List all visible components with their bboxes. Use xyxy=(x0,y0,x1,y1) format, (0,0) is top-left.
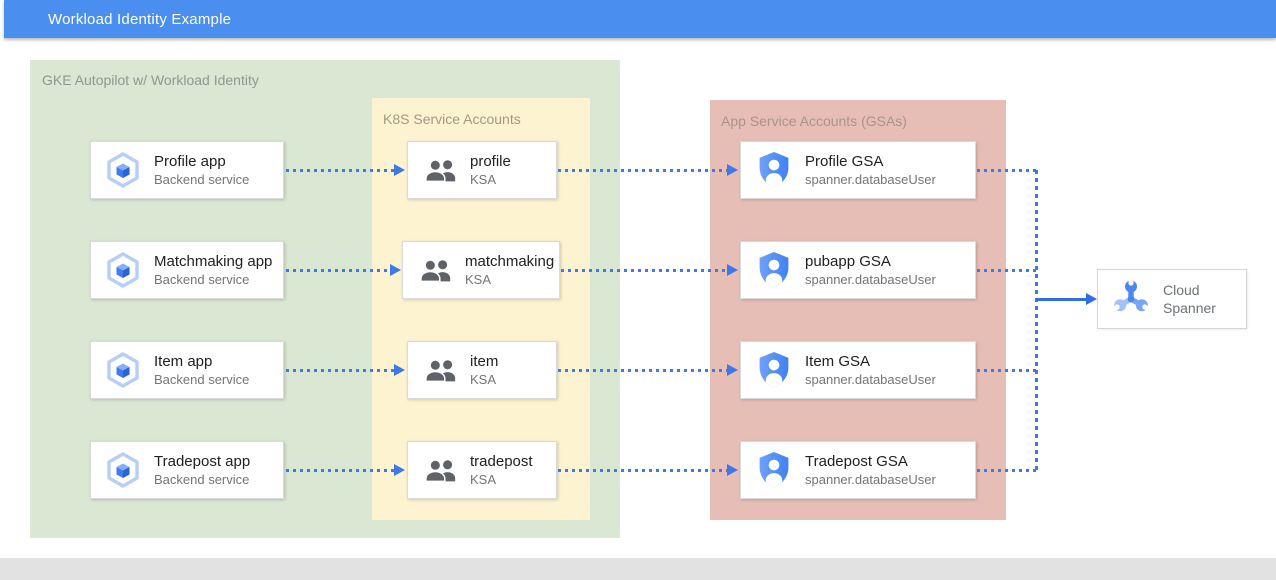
arrowhead xyxy=(727,364,738,376)
node-title: Tradepost app xyxy=(154,453,251,470)
node-item-gsa: Item GSA spanner.databaseUser xyxy=(740,341,976,399)
people-icon xyxy=(425,159,456,183)
node-cloud-spanner: Cloud Spanner xyxy=(1097,269,1247,329)
node-title: Item app xyxy=(154,353,213,370)
node-subtitle: KSA xyxy=(470,472,497,487)
footer-strip xyxy=(0,558,1276,580)
node-title: matchmaking xyxy=(465,253,555,270)
gke-icon xyxy=(107,152,139,188)
shield-user-icon xyxy=(759,252,789,288)
node-title: tradepost xyxy=(470,453,533,470)
node-subtitle: spanner.databaseUser xyxy=(805,372,936,387)
shield-user-icon xyxy=(759,152,789,188)
node-title: item xyxy=(470,353,499,370)
spanner-label-line1: Cloud xyxy=(1163,282,1200,298)
node-subtitle: Backend service xyxy=(154,472,250,487)
node-matchmaking-app: Matchmaking app Backend service xyxy=(90,241,284,299)
node-tradepost-gsa: Tradepost GSA spanner.databaseUser xyxy=(740,441,976,499)
node-item-app: Item app Backend service xyxy=(90,341,284,399)
node-subtitle: KSA xyxy=(465,272,492,287)
node-title: Profile app xyxy=(154,153,226,170)
shield-user-icon xyxy=(759,452,789,488)
arrowhead xyxy=(1086,293,1097,305)
node-tradepost-app: Tradepost app Backend service xyxy=(90,441,284,499)
node-title: pubapp GSA xyxy=(805,253,891,270)
node-subtitle: spanner.databaseUser xyxy=(805,272,936,287)
arrow-item-app-to-ksa xyxy=(286,369,394,372)
arrow-trunk-to-spanner xyxy=(1036,298,1086,301)
arrowhead xyxy=(394,164,405,176)
people-icon xyxy=(425,359,456,383)
arrow-pubapp-gsa-to-trunk xyxy=(977,269,1038,272)
node-profile-app: Profile app Backend service xyxy=(90,141,284,199)
node-title: Profile GSA xyxy=(805,153,884,170)
people-icon xyxy=(425,459,456,483)
node-pubapp-gsa: pubapp GSA spanner.databaseUser xyxy=(740,241,976,299)
spanner-label: Cloud Spanner xyxy=(1163,281,1216,317)
node-title: profile xyxy=(470,153,511,170)
arrow-item-ksa-to-gsa xyxy=(558,369,727,372)
arrow-matchmaking-ksa-to-gsa xyxy=(561,269,727,272)
arrow-tradepost-gsa-to-trunk xyxy=(977,469,1038,472)
arrow-profile-ksa-to-gsa xyxy=(558,169,727,172)
group-gke-label: GKE Autopilot w/ Workload Identity xyxy=(42,72,259,88)
arrow-profile-gsa-to-trunk xyxy=(977,169,1038,172)
node-item-ksa: item KSA xyxy=(407,341,557,399)
node-subtitle: KSA xyxy=(470,372,497,387)
node-subtitle: Backend service xyxy=(154,272,250,287)
arrowhead xyxy=(727,464,738,476)
arrow-profile-app-to-ksa xyxy=(286,169,394,172)
arrow-item-gsa-to-trunk xyxy=(977,369,1038,372)
node-matchmaking-ksa: matchmaking KSA xyxy=(402,241,560,299)
node-subtitle: spanner.databaseUser xyxy=(805,172,936,187)
arrow-tradepost-app-to-ksa xyxy=(286,469,394,472)
gke-icon xyxy=(107,352,139,388)
arrowhead xyxy=(394,364,405,376)
node-profile-gsa: Profile GSA spanner.databaseUser xyxy=(740,141,976,199)
node-title: Tradepost GSA xyxy=(805,453,908,470)
people-icon xyxy=(420,259,451,283)
gke-icon xyxy=(107,452,139,488)
page-title: Workload Identity Example xyxy=(48,10,232,28)
node-subtitle: KSA xyxy=(470,172,497,187)
arrowhead xyxy=(727,164,738,176)
group-ksa-label: K8S Service Accounts xyxy=(383,111,521,127)
title-bar: Workload Identity Example xyxy=(4,0,1276,38)
arrowhead xyxy=(727,264,738,276)
arrowhead xyxy=(394,464,405,476)
spanner-wrench-icon xyxy=(1111,278,1151,312)
trunk-line xyxy=(1035,170,1038,471)
gke-icon xyxy=(107,252,139,288)
node-title: Item GSA xyxy=(805,353,871,370)
arrow-matchmaking-app-to-ksa xyxy=(286,269,390,272)
node-profile-ksa: profile KSA xyxy=(407,141,557,199)
node-title: Matchmaking app xyxy=(154,253,273,270)
node-tradepost-ksa: tradepost KSA xyxy=(407,441,557,499)
group-gsa-label: App Service Accounts (GSAs) xyxy=(721,113,907,129)
spanner-label-line2: Spanner xyxy=(1163,300,1216,316)
node-subtitle: Backend service xyxy=(154,172,250,187)
arrowhead xyxy=(390,264,401,276)
node-subtitle: Backend service xyxy=(154,372,250,387)
node-subtitle: spanner.databaseUser xyxy=(805,472,936,487)
shield-user-icon xyxy=(759,352,789,388)
arrow-tradepost-ksa-to-gsa xyxy=(558,469,727,472)
